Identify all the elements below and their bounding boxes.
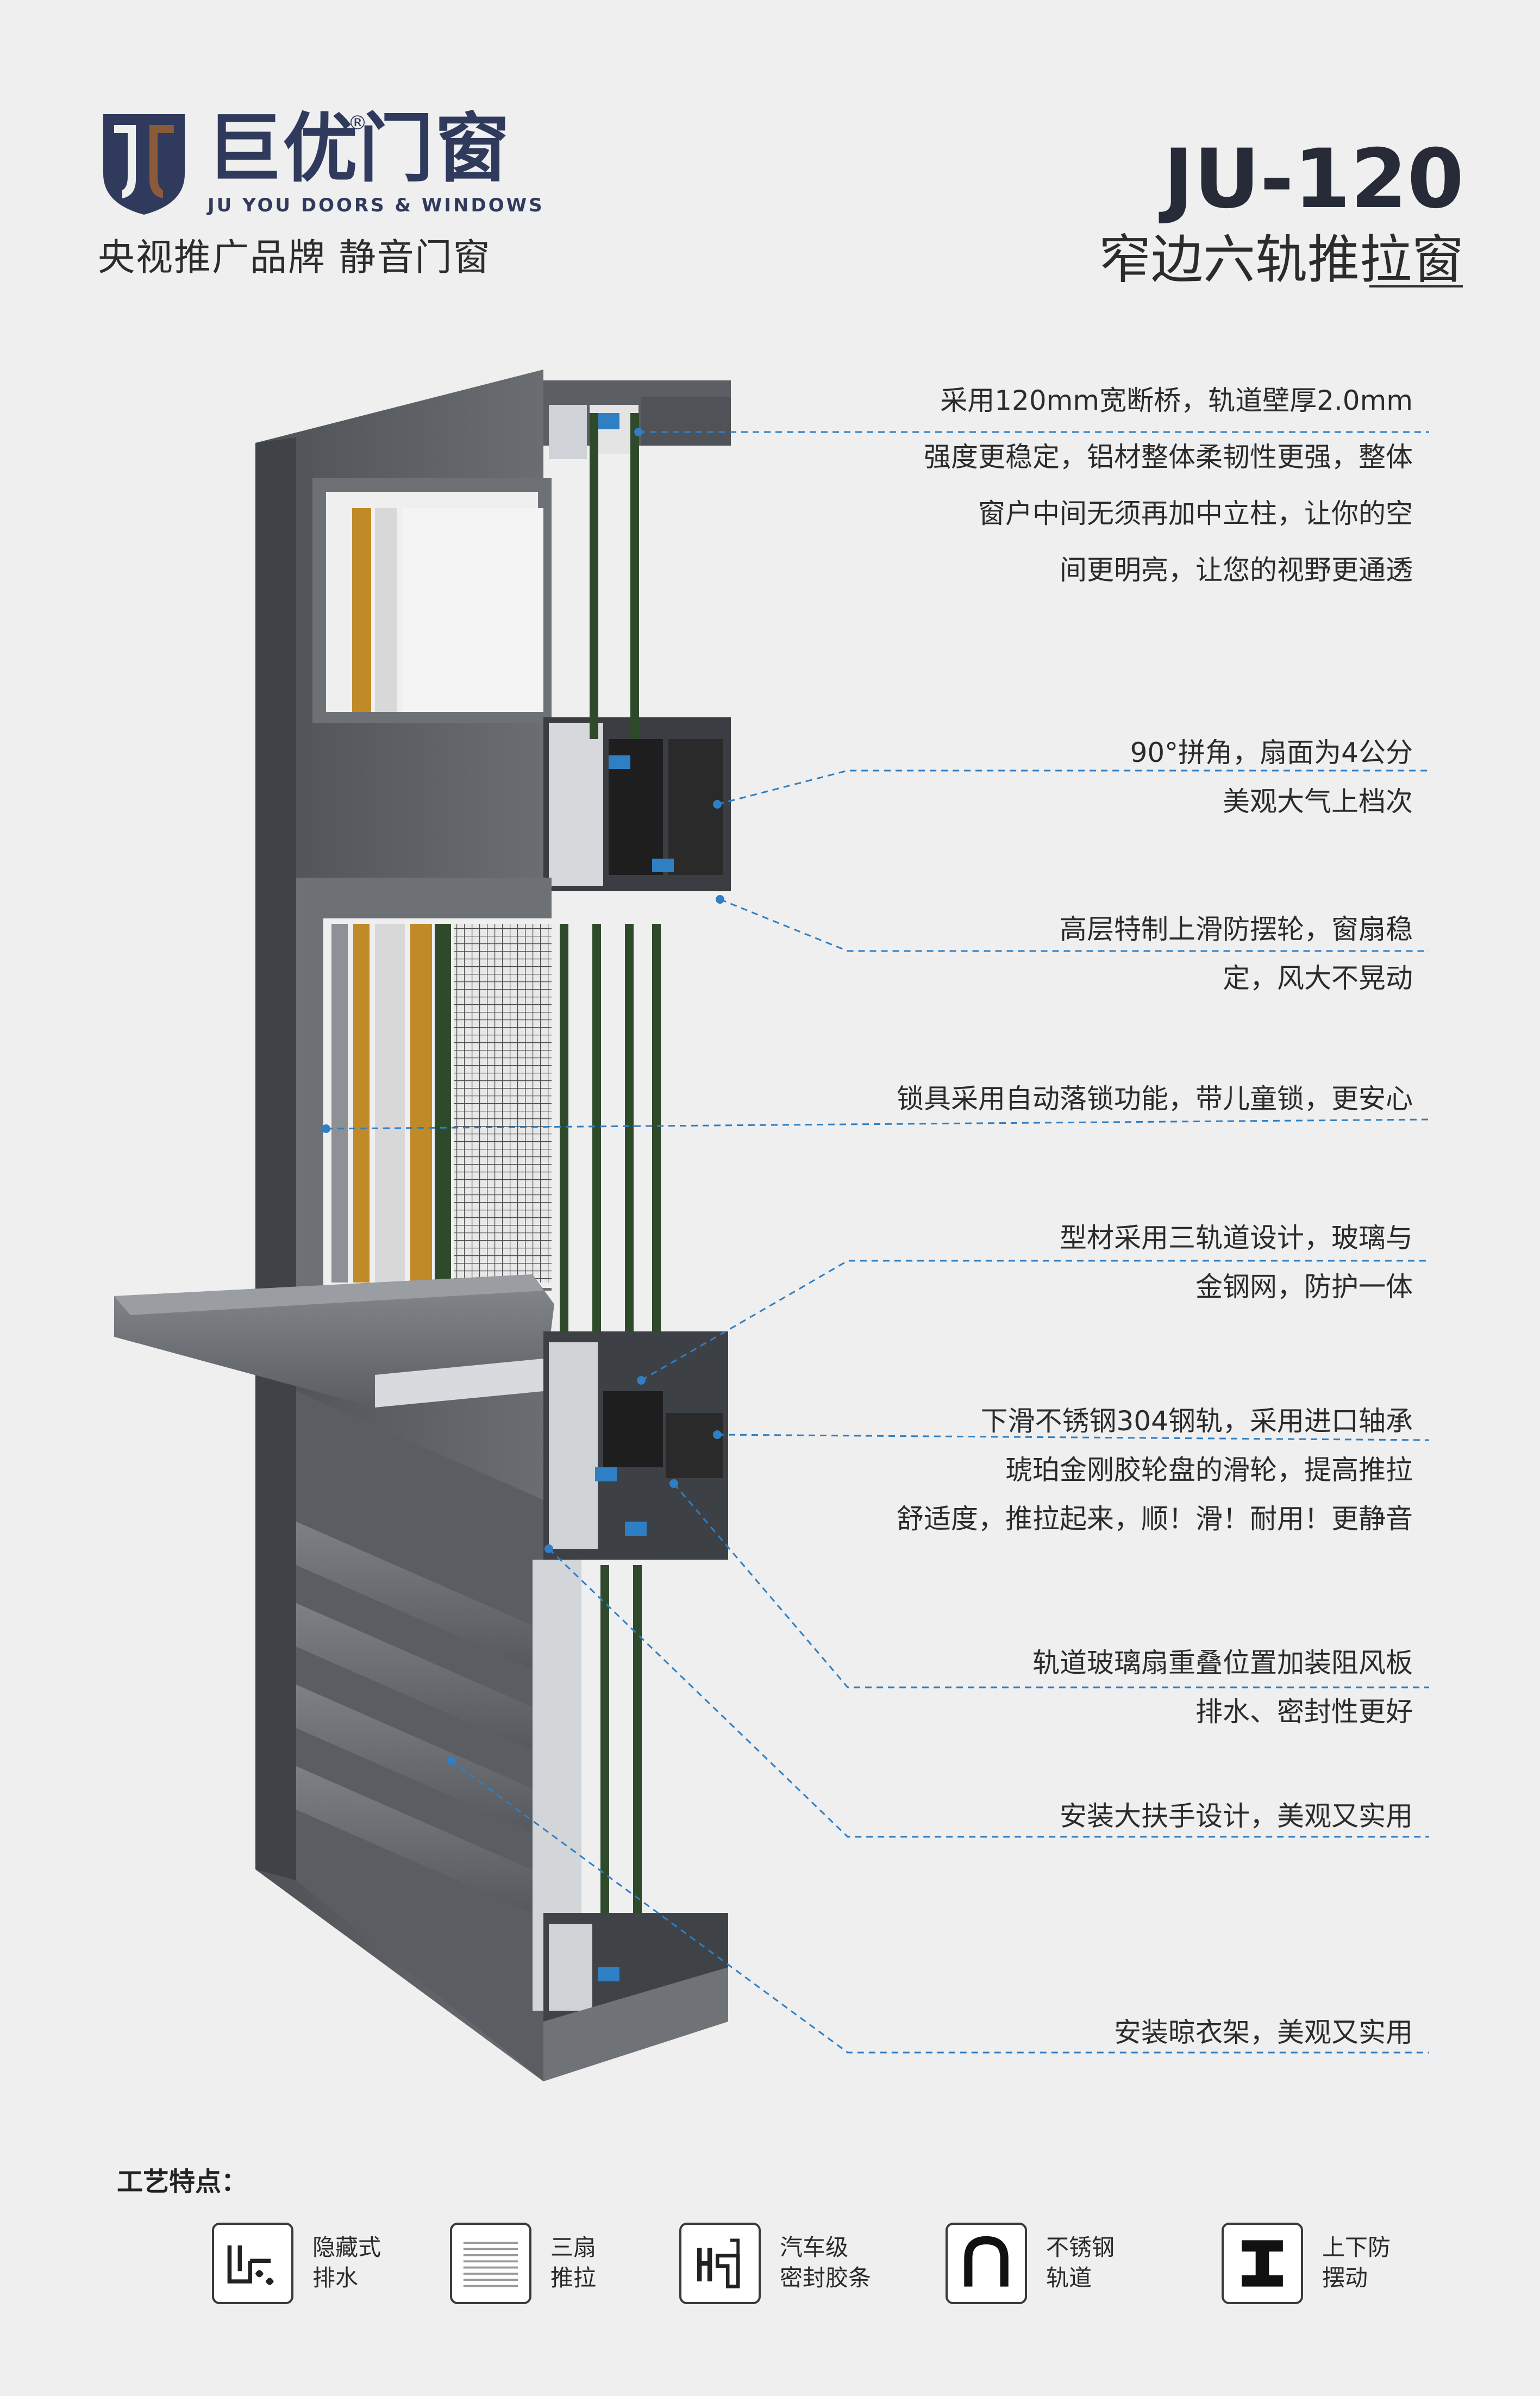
callout-line: 排水、密封性更好 [1195,1696,1413,1728]
callout-line: 采用120mm宽断桥，轨道壁厚2.0mm [940,385,1413,416]
brand-name: 巨优门窗 [206,105,511,192]
brand-name-en: JU YOU DOORS & WINDOWS [208,195,544,216]
callout-lock: 锁具采用自动落锁功能，带儿童锁，更安心 [897,1071,1413,1127]
callout-line: 安装晾衣架，美观又实用 [1114,2017,1413,2048]
callout-line: 金钢网，防护一体 [1195,1271,1413,1303]
features-title: 工艺特点： [117,2167,248,2197]
callout-line: 窗户中间无须再加中立柱，让你的空 [978,498,1413,529]
callout-line: 舒适度，推拉起来，顺！滑！耐用！更静音 [897,1503,1413,1535]
callout-line: 下滑不锈钢304钢轨，采用进口轴承 [980,1405,1413,1437]
callout-line: 强度更稳定，铝材整体柔韧性更强，整体 [924,441,1413,473]
title-underline [1369,285,1463,287]
registered-mark: ® [348,112,367,134]
hidden-drain-icon [212,2223,293,2304]
feature-label: 三扇 推拉 [550,2234,597,2291]
callout-bridge: 采用120mm宽断桥，轨道壁厚2.0mm 强度更稳定，铝材整体柔韧性更强，整体 … [924,372,1413,598]
three-sash-icon [450,2223,531,2304]
product-name: 窄边六轨推拉窗 [1099,229,1464,290]
callout-anti-swing: 高层特制上滑防摆轮，窗扇稳 定，风大不晃动 [1060,905,1413,1003]
brand-logo-icon [103,114,185,215]
callout-three-track: 型材采用三轨道设计，玻璃与 金钢网，防护一体 [1060,1213,1413,1311]
window-cutaway-illustration [114,370,731,2081]
callout-wind-block: 轨道玻璃扇重叠位置加装阻风板 排水、密封性更好 [1032,1638,1413,1736]
callout-rack: 安装晾衣架，美观又实用 [1114,2004,1413,2061]
feature-label: 不锈钢 轨道 [1046,2234,1115,2291]
callout-handle: 安装大扶手设计，美观又实用 [1060,1788,1413,1844]
callout-line: 美观大气上档次 [1223,786,1413,817]
callout-line: 轨道玻璃扇重叠位置加装阻风板 [1032,1647,1413,1679]
steel-rail-icon [946,2223,1027,2304]
callout-line: 锁具采用自动落锁功能，带儿童锁，更安心 [897,1083,1413,1115]
callout-corner: 90°拼角，扇面为4公分 美观大气上档次 [1130,728,1413,826]
callout-line: 间更明亮，让您的视野更通透 [1060,554,1413,586]
feature-label: 汽车级 密封胶条 [780,2234,872,2291]
callout-rail: 下滑不锈钢304钢轨，采用进口轴承 琥珀金刚胶轮盘的滑轮，提高推拉 舒适度，推拉… [897,1397,1413,1543]
callout-line: 高层特制上滑防摆轮，窗扇稳 [1060,914,1413,945]
feature-label: 上下防 摆动 [1322,2234,1391,2291]
auto-seal-icon [679,2223,761,2304]
anti-swing-icon [1222,2223,1303,2304]
callout-line: 定，风大不晃动 [1223,962,1413,994]
brand-slogan: 央视推广品牌 静音门窗 [98,236,491,279]
callout-line: 安装大扶手设计，美观又实用 [1060,1800,1413,1832]
callout-line: 90°拼角，扇面为4公分 [1130,737,1413,768]
callout-line: 型材采用三轨道设计，玻璃与 [1060,1222,1413,1254]
feature-label: 隐藏式 排水 [312,2234,381,2291]
product-model: JU-120 [1163,132,1464,227]
callout-line: 琥珀金刚胶轮盘的滑轮，提高推拉 [1005,1454,1413,1486]
